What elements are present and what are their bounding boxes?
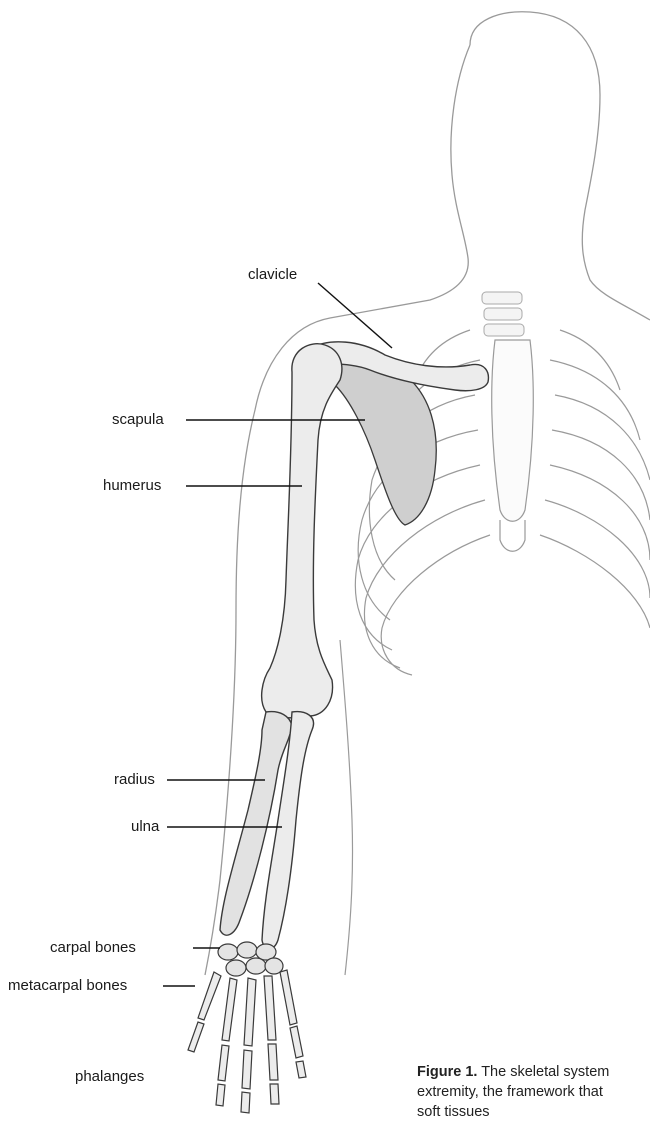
hand-bones <box>188 970 306 1113</box>
label-humerus: humerus <box>103 478 161 493</box>
label-scapula: scapula <box>112 412 164 427</box>
caption-line-2: extremity, the framework that <box>417 1082 650 1102</box>
figure-caption: Figure 1. The skeletal system extremity,… <box>417 1062 650 1122</box>
label-ulna: ulna <box>131 819 159 834</box>
caption-line-3: soft tissues <box>417 1102 650 1122</box>
label-radius: radius <box>114 772 155 787</box>
label-clavicle: clavicle <box>248 267 297 282</box>
sternum <box>492 340 534 521</box>
leader-clavicle <box>318 283 392 348</box>
label-carpal-bones: carpal bones <box>50 940 136 955</box>
humerus-bone <box>262 344 342 718</box>
arm-inner-outline <box>340 640 353 975</box>
carpal-bones-group <box>218 942 283 976</box>
label-phalanges: phalanges <box>75 1069 144 1084</box>
caption-line-1: The skeletal system <box>477 1064 609 1080</box>
caption-prefix: Figure 1. <box>417 1064 477 1080</box>
label-metacarpal-bones: metacarpal bones <box>8 978 127 993</box>
cervical-spine <box>482 292 524 336</box>
